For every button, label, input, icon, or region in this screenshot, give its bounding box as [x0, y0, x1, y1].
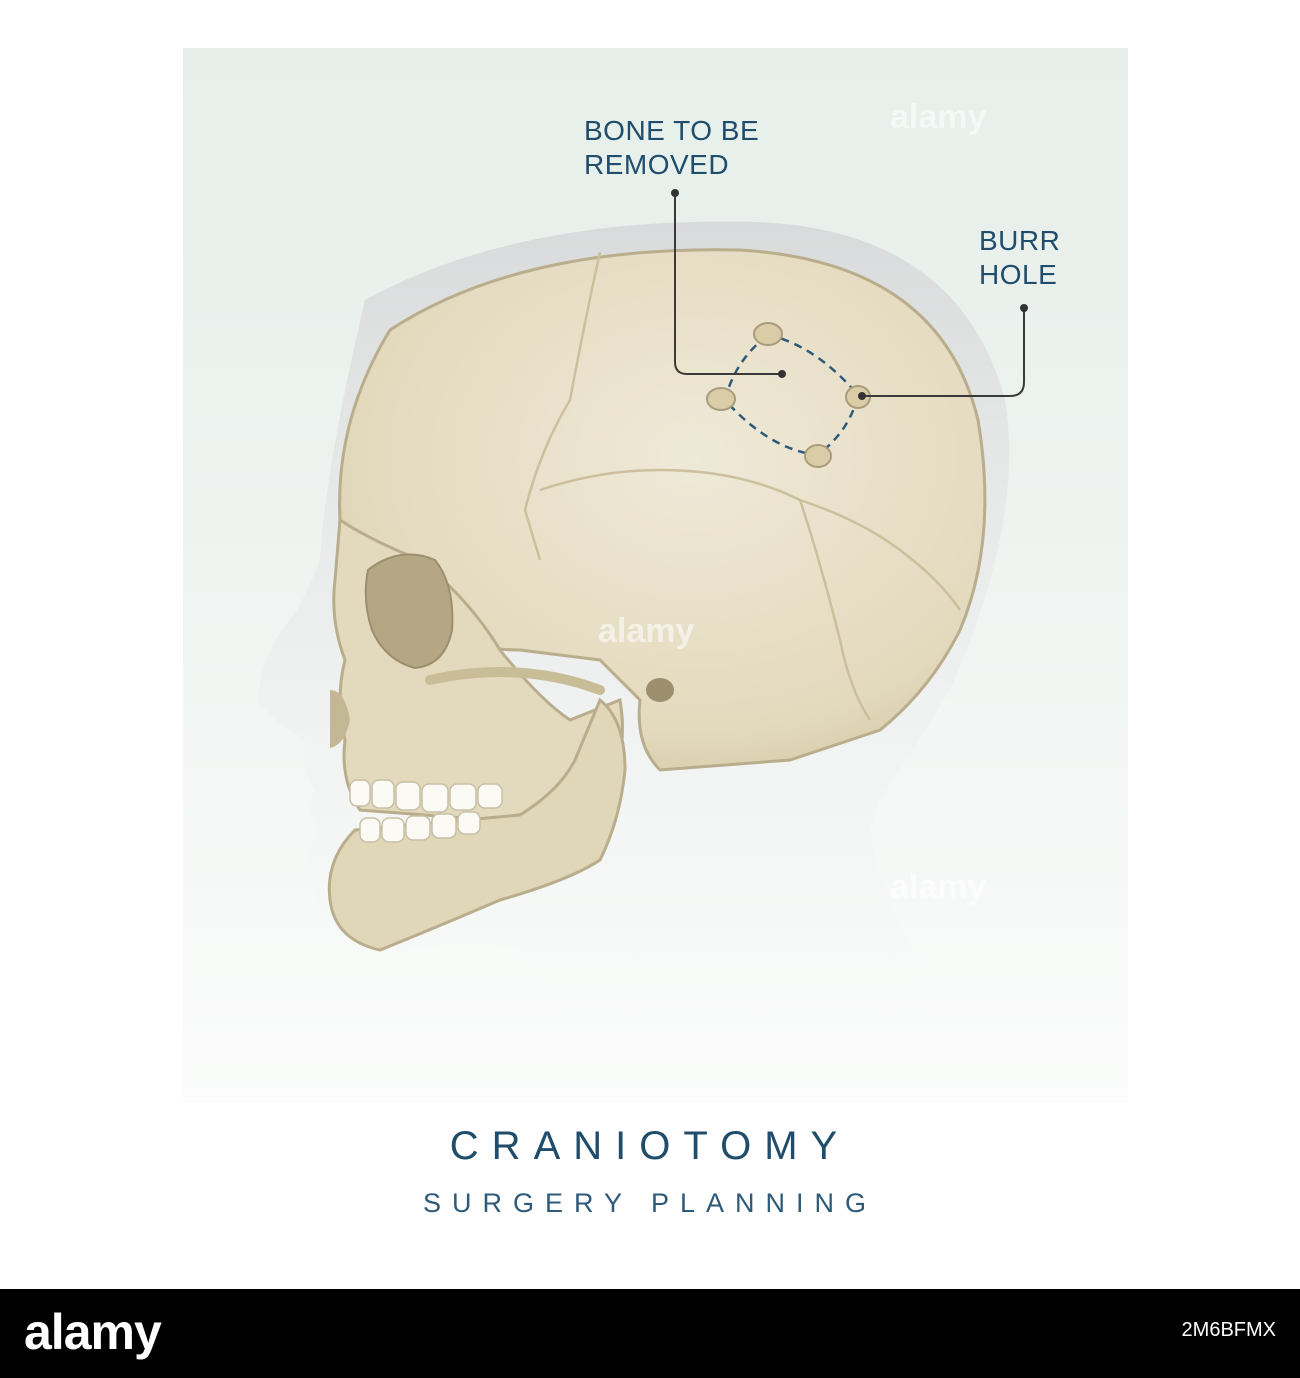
- label-burr-hole: BURR HOLE: [979, 225, 1061, 290]
- watermark: alamy: [890, 868, 987, 906]
- cranial-sutures: [523, 251, 962, 721]
- zygomatic-arch: [425, 667, 605, 695]
- nasal-cavity: [330, 690, 350, 748]
- watermark: alamy: [598, 612, 695, 650]
- burr-hole-4: [804, 444, 832, 468]
- teeth: [349, 779, 503, 843]
- diagram-title: CRANIOTOMY: [449, 1124, 851, 1168]
- leader-dots: [671, 189, 1028, 400]
- stock-logo: alamy: [24, 1304, 162, 1360]
- burr-hole-1: [753, 322, 783, 346]
- skull-illustration: [258, 189, 1028, 1040]
- stock-image-id: 2M6BFMX: [1181, 1319, 1276, 1341]
- eye-orbit: [364, 553, 454, 670]
- leader-lines: [674, 193, 1025, 397]
- diagram-subtitle: SURGERY PLANNING: [422, 1188, 878, 1218]
- stock-footer-bar: alamy 2M6BFMX: [0, 1289, 1300, 1378]
- ear-canal: [646, 678, 674, 702]
- label-bone-to-be-removed: BONE TO BE REMOVED: [584, 115, 760, 180]
- burr-holes: [706, 322, 871, 468]
- watermark: alamy: [890, 98, 987, 136]
- burr-hole-2: [706, 387, 736, 411]
